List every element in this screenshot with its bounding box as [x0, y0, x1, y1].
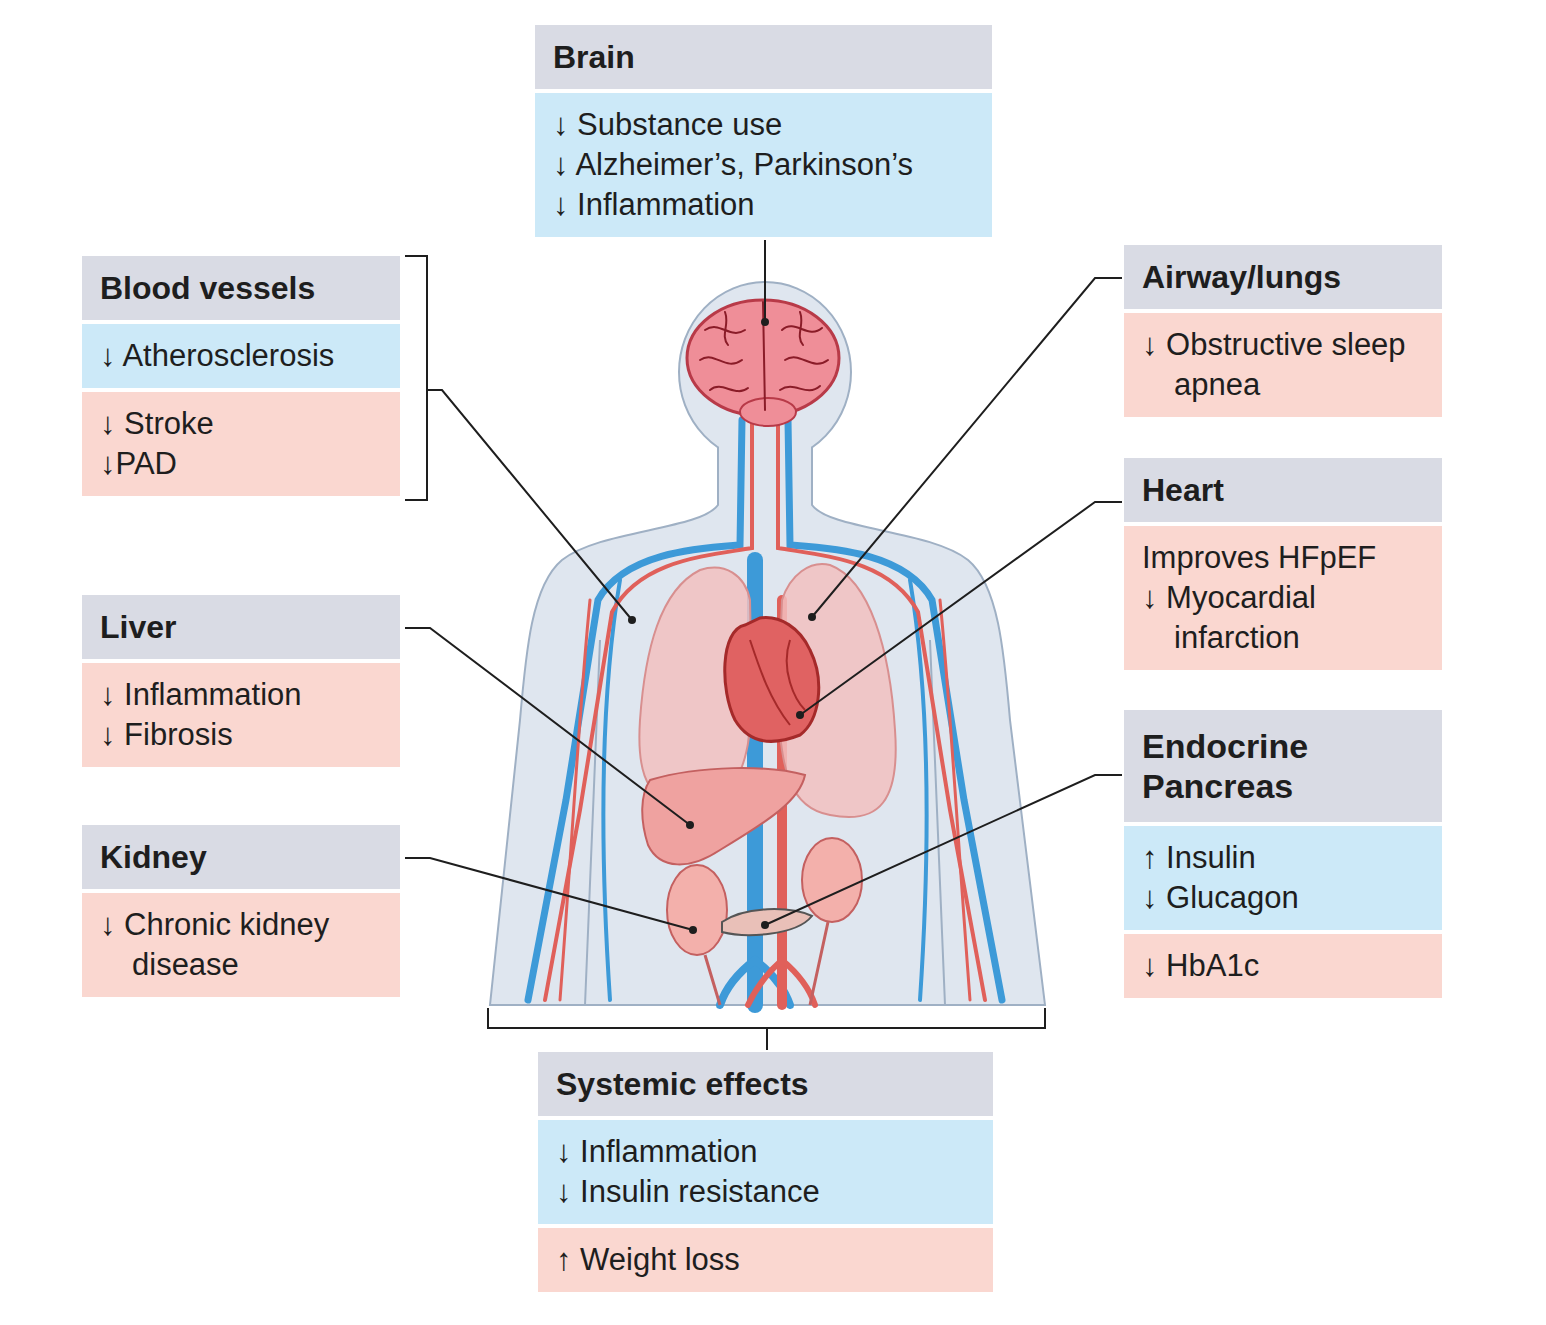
effect-item: ↓ Insulin resistance — [538, 1172, 993, 1212]
effect-band: ↓ Chronic kidney disease — [82, 893, 400, 997]
effect-band: Improves HFpEF↓ Myocardial infarction — [1124, 526, 1442, 670]
panel-heading: Kidney — [82, 825, 400, 889]
effect-item: ↓ Inflammation — [82, 675, 400, 715]
heading-text: Endocrine Pancreas — [1142, 726, 1372, 806]
right-kidney — [802, 838, 862, 922]
panel-heading: Blood vessels — [82, 256, 400, 320]
cerebellum — [740, 398, 796, 426]
effect-item: ↓ Glucagon — [1124, 878, 1442, 918]
left-kidney — [667, 865, 727, 955]
effect-item: ↓ Obstructive sleep apnea — [1124, 325, 1426, 405]
coronary-vessels — [750, 640, 805, 725]
effect-band: ↓ Inflammation↓ Insulin resistance — [538, 1120, 993, 1224]
panel-heading: Liver — [82, 595, 400, 659]
pancreas — [722, 909, 812, 935]
effect-band: ↓ Substance use↓ Alzheimer’s, Parkinson’… — [535, 93, 992, 237]
effect-band: ↓ Stroke↓PAD — [82, 392, 400, 496]
effect-item: ↓ Atherosclerosis — [82, 336, 400, 376]
effect-band: ↓ HbA1c — [1124, 934, 1442, 998]
effect-item: ↓ HbA1c — [1124, 946, 1442, 986]
heart — [725, 618, 819, 742]
label-panel: Blood vessels ↓ Atherosclerosis ↓ Stroke↓P… — [82, 256, 400, 496]
effect-item: ↑ Weight loss — [538, 1240, 993, 1280]
effect-item: Improves HFpEF — [1124, 538, 1442, 578]
panel-heading: Systemic effects — [538, 1052, 993, 1116]
arteries — [545, 420, 985, 1005]
effect-item: ↓ Stroke — [82, 404, 400, 444]
effect-band: ↓ Atherosclerosis — [82, 324, 400, 388]
effect-band: ↓ Inflammation↓ Fibrosis — [82, 663, 400, 767]
panel-heading: Airway/lungs — [1124, 245, 1442, 309]
effect-item: ↓PAD — [82, 444, 400, 484]
effect-item: ↓ Alzheimer’s, Parkinson’s — [535, 145, 992, 185]
effect-item: ↓ Inflammation — [535, 185, 992, 225]
effect-item: ↓ Chronic kidney disease — [82, 905, 400, 985]
effect-item: ↓ Myocardial infarction — [1124, 578, 1426, 658]
leader-dots — [628, 318, 816, 934]
neck-fill — [719, 430, 811, 510]
label-panel: Airway/lungs ↓ Obstructive sleep apnea — [1124, 245, 1442, 417]
effect-item: ↓ Fibrosis — [82, 715, 400, 755]
label-panel: Kidney ↓ Chronic kidney disease — [82, 825, 400, 997]
label-panel: Endocrine Pancreas ↑ Insulin↓ Glucagon ↓ H… — [1124, 710, 1442, 998]
label-panel: Liver↓ Inflammation↓ Fibrosis — [82, 595, 400, 767]
label-panel: HeartImproves HFpEF↓ Myocardial infarcti… — [1124, 458, 1442, 670]
brain-gyri — [700, 302, 828, 410]
panel-heading-box: Endocrine Pancreas — [1124, 710, 1442, 822]
panel-heading: Brain — [535, 25, 992, 89]
label-panel: Systemic effects↓ Inflammation↓ Insulin … — [538, 1052, 993, 1292]
body-outline — [490, 440, 1045, 1005]
liver — [642, 768, 805, 864]
effect-band: ↓ Obstructive sleep apnea — [1124, 313, 1442, 417]
veins — [528, 420, 1002, 1005]
effect-item: ↓ Inflammation — [538, 1132, 993, 1172]
leader-lines — [405, 240, 1122, 1050]
effect-item: ↑ Insulin — [1124, 838, 1442, 878]
effect-band: ↑ Weight loss — [538, 1228, 993, 1292]
panel-heading: Heart — [1124, 458, 1442, 522]
effect-item: ↓ Substance use — [535, 105, 992, 145]
effect-band: ↑ Insulin↓ Glucagon — [1124, 826, 1442, 930]
label-panel: Brain↓ Substance use↓ Alzheimer’s, Parki… — [535, 25, 992, 237]
